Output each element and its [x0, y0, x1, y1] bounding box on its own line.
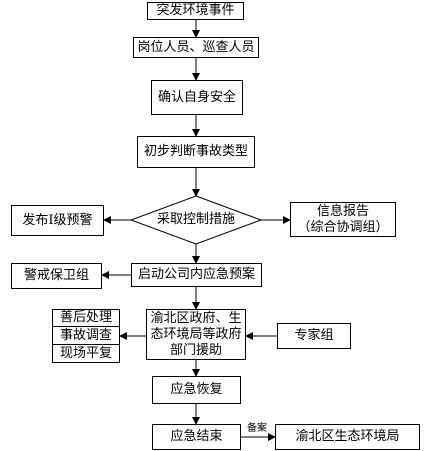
node-site-restore: 现场平复	[52, 345, 120, 363]
node-gov-support: 渝北区政府、生 态环境局等政府 部门援助	[146, 309, 246, 360]
node-start-plan: 启动公司内应急预案	[131, 263, 262, 287]
node-recovery: 应急恢复	[152, 376, 241, 404]
node-end: 应急结束	[152, 424, 241, 450]
gov-support-line1: 渝北区政府、生	[150, 310, 242, 326]
control-measures-diamond	[129, 195, 263, 245]
gov-support-line3: 部门援助	[169, 342, 222, 358]
node-info-report: 信息报告 （综合协调组）	[290, 202, 396, 237]
node-eco-bureau: 渝北区生态环境局	[275, 424, 420, 450]
node-confirm-safety: 确认自身安全	[151, 80, 243, 115]
gov-support-line2: 态环境局等政府	[150, 326, 242, 342]
info-report-line1: 信息报告	[316, 203, 369, 219]
node-expert-group: 专家组	[277, 323, 351, 349]
node-judge-type: 初步判断事故类型	[137, 136, 255, 168]
node-publish-warning: 发布Ⅰ级预警	[11, 205, 104, 236]
edge-label-filing: 备案	[247, 423, 267, 434]
node-aftermath: 善后处理	[52, 309, 120, 327]
node-incident: 突发环境事件	[147, 2, 244, 20]
node-investigation: 事故调查	[52, 327, 120, 345]
node-aftermath-group: 善后处理 事故调查 现场平复	[52, 309, 120, 363]
info-report-line2: （综合协调组）	[297, 219, 389, 235]
node-staff: 岗位人员、巡查人员	[133, 37, 259, 58]
node-guard-group: 警戒保卫组	[11, 263, 102, 289]
node-control-measures-label: 采取控制措施	[156, 212, 235, 227]
